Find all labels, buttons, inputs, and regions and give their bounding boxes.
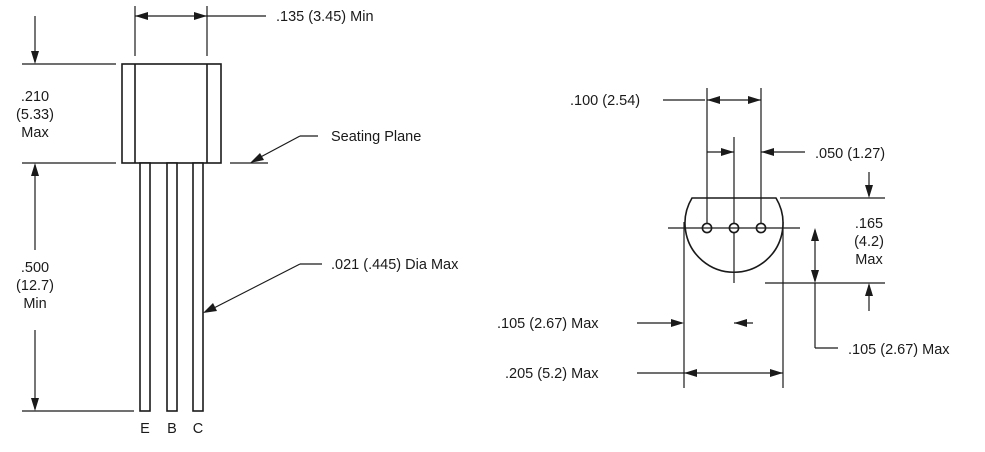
- body-height-dim-1: .210: [21, 89, 49, 105]
- body-height-dim-2: (5.33): [16, 107, 54, 123]
- lead-length-dim-1: .500: [21, 260, 49, 276]
- flat-offset-dim: .105 (2.67) Max: [497, 316, 599, 332]
- seating-plane-label: Seating Plane: [331, 129, 421, 145]
- lead-label-e: E: [140, 421, 150, 437]
- center-offset-dim: .105 (2.67) Max: [848, 342, 950, 358]
- lead-label-b: B: [167, 421, 177, 437]
- half-pitch-dim: .050 (1.27): [815, 146, 885, 162]
- lead-label-c: C: [193, 421, 203, 437]
- package-body: [121, 63, 222, 164]
- lead-e: [139, 162, 151, 412]
- lead-diameter-dim: .021 (.445) Dia Max: [331, 257, 459, 273]
- width-dim: .205 (5.2) Max: [505, 366, 599, 382]
- height-dim-1: .165: [855, 216, 883, 232]
- lead-length-dim-2: (12.7): [16, 278, 54, 294]
- height-dim-3: Max: [855, 252, 883, 268]
- lead-c: [192, 162, 204, 412]
- side-view: E B C .135 (3.45) Min .210 (5.33) Max .5…: [16, 6, 459, 437]
- lead-spacing-dim: .135 (3.45) Min: [276, 9, 374, 25]
- bottom-view: .100 (2.54) .050 (1.27) .165 (4.2) Max .…: [497, 88, 950, 388]
- lead-b: [166, 162, 178, 412]
- body-height-dim-3: Max: [21, 125, 49, 141]
- height-dim-2: (4.2): [854, 234, 884, 250]
- lead-length-dim-3: Min: [23, 296, 46, 312]
- pitch-dim: .100 (2.54): [570, 93, 640, 109]
